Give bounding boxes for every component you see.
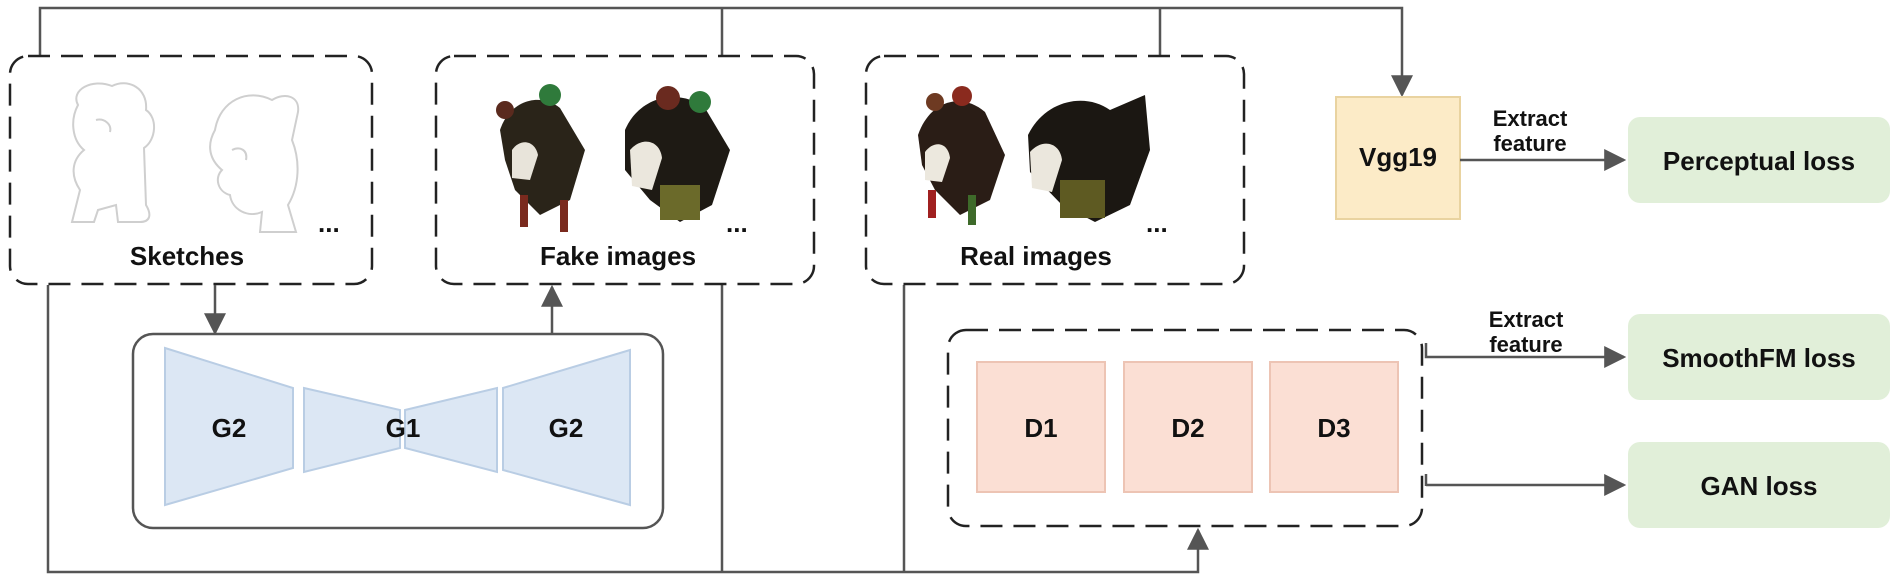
perceptual-loss-label: Perceptual loss [1663, 146, 1855, 176]
sketch-thumbnail [209, 94, 300, 233]
extract-feature-label-bottom-line2: feature [1489, 332, 1562, 357]
sketches-panel: ... Sketches [8, 54, 374, 286]
sketch-thumbnail [70, 82, 155, 223]
feed-line-to-discriminators [46, 285, 1209, 574]
generator-g1-right [404, 386, 498, 474]
fake-images-ellipsis: ... [726, 208, 748, 238]
generator-g1-label: G1 [386, 413, 421, 443]
arrow-discriminator-to-smoothfm [1424, 343, 1627, 368]
extract-feature-label-top-line1: Extract [1493, 106, 1568, 131]
arrow-discriminator-to-gan [1424, 474, 1627, 496]
vgg19-block: Vgg19 [1335, 96, 1461, 220]
extract-feature-label-bottom-line1: Extract [1489, 307, 1564, 332]
bottom-connectors [46, 285, 1209, 574]
gan-loss-label: GAN loss [1700, 471, 1817, 501]
sketches-label: Sketches [130, 241, 244, 271]
shadow-puppet-image [625, 86, 730, 222]
vgg19-box [1335, 96, 1461, 220]
top-connectors [38, 6, 1413, 98]
sketches-ellipsis: ... [318, 208, 340, 238]
generator-block: G2 G1 G2 [131, 332, 665, 530]
real-images-ellipsis: ... [1146, 208, 1168, 238]
fake-images-panel: ... Fake images [434, 54, 816, 286]
generator-g2-right [502, 348, 631, 507]
smoothfm-loss-box [1628, 314, 1890, 400]
real-images-panel-border [864, 54, 1246, 286]
extract-feature-label-top-line2: feature [1493, 131, 1566, 156]
discriminator-block: D1 D2 D3 [946, 328, 1424, 528]
vgg19-label: Vgg19 [1359, 142, 1437, 172]
discriminator-d3 [1269, 361, 1399, 493]
smoothfm-loss-label: SmoothFM loss [1662, 343, 1856, 373]
perceptual-loss-box [1628, 117, 1890, 203]
sketches-panel-border [8, 54, 374, 286]
gan-loss-box [1628, 442, 1890, 528]
real-images-label: Real images [960, 241, 1112, 271]
discriminator-d2 [1123, 361, 1253, 493]
fake-images-label: Fake images [540, 241, 696, 271]
generator-g2-left-label: G2 [212, 413, 247, 443]
shadow-puppet-image [1028, 95, 1150, 222]
discriminator-d3-label: D3 [1317, 413, 1350, 443]
real-images-panel: ... Real images [864, 54, 1246, 286]
discriminator-block-border [946, 328, 1424, 528]
generator-g1-left [303, 386, 401, 474]
fake-images-panel-border [434, 54, 816, 286]
loss-boxes: Perceptual loss SmoothFM loss GAN loss [1628, 117, 1890, 528]
discriminator-d2-label: D2 [1171, 413, 1204, 443]
shadow-puppet-image [918, 86, 1005, 225]
discriminator-d1 [976, 361, 1106, 493]
discriminator-d1-label: D1 [1024, 413, 1057, 443]
shadow-puppet-image [496, 84, 585, 232]
generator-g2-left [164, 346, 294, 507]
generator-g2-right-label: G2 [549, 413, 584, 443]
